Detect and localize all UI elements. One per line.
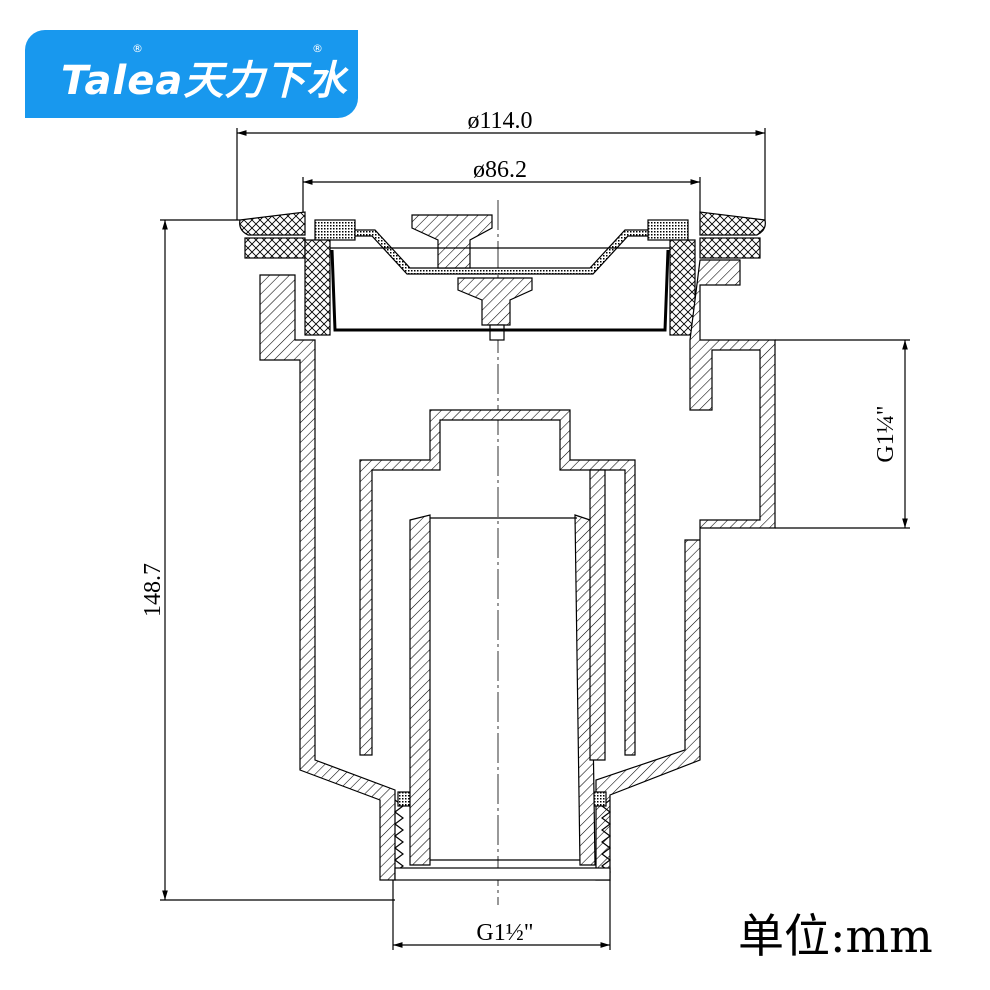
- body-right-wall: [595, 259, 776, 881]
- dimension-height: [160, 219, 395, 901]
- dimension-inner-diameter: [302, 177, 701, 220]
- grate-plate: [354, 229, 649, 275]
- bottom-thread-left: [394, 799, 404, 873]
- inner-pipe: [409, 514, 431, 866]
- grate-knob-top: [411, 214, 493, 269]
- bottom-thread-label: G1½": [476, 920, 533, 946]
- outer-diameter-label: ø114.0: [467, 108, 532, 134]
- strainer-basket: [330, 249, 670, 332]
- registered-mark: ®: [132, 42, 143, 55]
- inner-trap-cup: [359, 409, 636, 756]
- inner-diameter-label: ø86.2: [473, 157, 527, 183]
- registered-mark: ®: [312, 42, 323, 55]
- grate-knob-bottom: [457, 277, 533, 326]
- brand-logo: Talea天力下水 ® ®: [25, 30, 358, 118]
- dimension-bottom-thread: [392, 880, 611, 950]
- logo-text: Talea天力下水: [61, 58, 348, 104]
- dimension-side-thread: [775, 339, 910, 529]
- side-thread-label: G1¼": [873, 405, 899, 462]
- top-grate-flange-right: [699, 211, 766, 236]
- seal-ring-right: [699, 237, 761, 259]
- body-left-wall: [259, 274, 396, 881]
- seal-ring-left: [244, 237, 306, 259]
- unit-label: 单位:mm: [738, 909, 933, 963]
- bottom-thread-right: [601, 799, 611, 879]
- dimension-outer-diameter: [236, 128, 766, 220]
- height-label: 148.7: [140, 563, 166, 617]
- top-grate-flange-left: [239, 211, 306, 236]
